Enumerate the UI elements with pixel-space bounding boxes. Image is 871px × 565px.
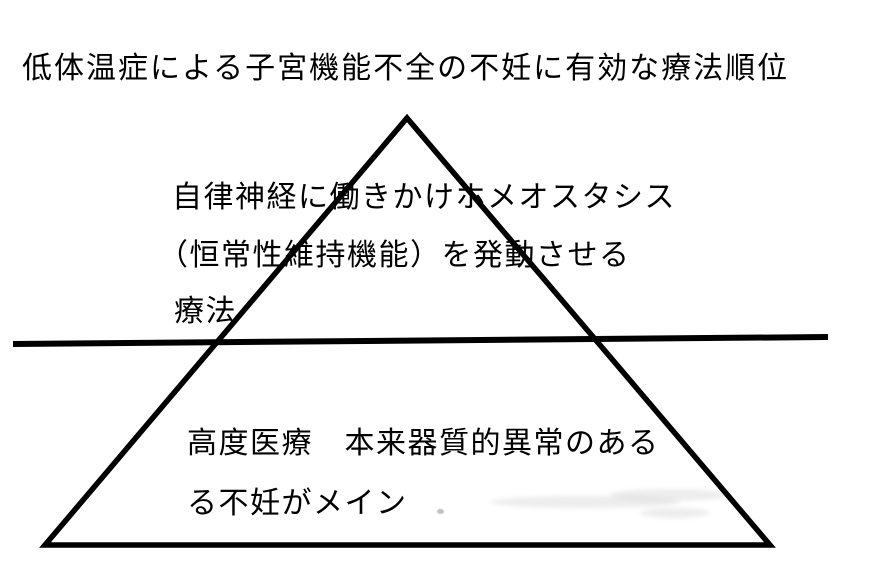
- upper-tier-label-line1: 自律神経に働きかけホメオスタシス: [172, 181, 676, 214]
- upper-tier-label-line3: 療法: [174, 295, 237, 328]
- divider-line: [12, 334, 829, 347]
- smudge-artifact: [437, 509, 444, 514]
- smudge-artifact: [610, 489, 730, 501]
- smudge-artifact: [640, 508, 710, 518]
- page-title: 低体温症による子宮機能不全の不妊に有効な療法順位: [22, 52, 790, 85]
- lower-tier-label-line1: 高度医療 本来器質的異常のある: [187, 427, 660, 460]
- upper-tier-label-line2: （恒常性維持機能）を発動させる: [158, 239, 631, 272]
- lower-tier-label-line2: る不妊がメイン: [187, 487, 408, 520]
